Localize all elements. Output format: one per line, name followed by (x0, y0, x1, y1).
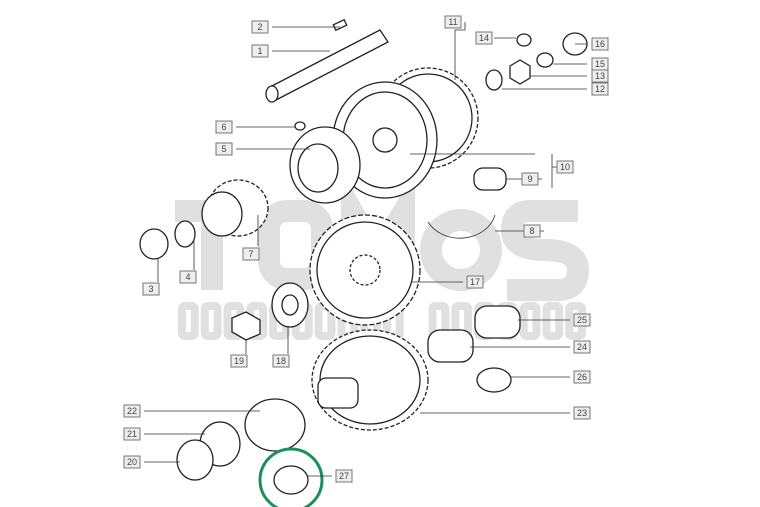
callout-20: 20 (123, 455, 141, 469)
bearing-3 (139, 228, 169, 260)
callout-6: 6 (215, 120, 233, 134)
ring-20 (176, 439, 214, 481)
callout-21: 21 (123, 427, 141, 441)
callout-number: 7 (248, 249, 253, 259)
callout-number: 22 (127, 406, 137, 416)
callout-9: 9 (521, 172, 539, 186)
callout-number: 26 (577, 372, 587, 382)
callout-number: 13 (595, 71, 605, 81)
circlip-4 (174, 220, 196, 248)
callout-24: 24 (573, 340, 591, 354)
callout-number: 12 (595, 84, 605, 94)
nut-13 (509, 59, 531, 85)
callout-number: 2 (257, 22, 262, 32)
callout-2: 2 (251, 20, 269, 34)
callout-7: 7 (242, 247, 260, 261)
callout-19: 19 (230, 354, 248, 368)
callout-17: 17 (466, 275, 484, 289)
callout-number: 3 (148, 284, 153, 294)
callout-number: 24 (577, 342, 587, 352)
callout-25: 25 (573, 313, 591, 327)
callout-number: 9 (527, 174, 532, 184)
callout-14: 14 (475, 31, 493, 45)
callout-number: 18 (276, 356, 286, 366)
clutch-hub-5 (289, 126, 361, 204)
callout-number: 5 (221, 144, 226, 154)
callout-8: 8 (523, 224, 541, 238)
callout-1: 1 (251, 44, 269, 58)
callout-number: 23 (577, 408, 587, 418)
callout-15: 15 (591, 57, 609, 71)
needle-bearing-25 (474, 305, 521, 339)
callout-10: 10 (556, 160, 574, 174)
callout-16: 16 (591, 37, 609, 51)
nut-19 (231, 311, 261, 341)
washer-27 (273, 465, 309, 495)
callout-number: 8 (529, 226, 534, 236)
callout-number: 25 (577, 315, 587, 325)
callout-number: 6 (221, 122, 226, 132)
callout-26: 26 (573, 370, 591, 384)
washer-14 (516, 33, 532, 47)
washer-15 (536, 52, 554, 68)
circlip-8 (427, 214, 496, 239)
callout-number: 14 (479, 33, 489, 43)
highlight-circle (258, 447, 324, 507)
callout-number: 15 (595, 59, 605, 69)
callout-13: 13 (591, 69, 609, 83)
callout-12: 12 (591, 82, 609, 96)
callout-22: 22 (123, 404, 141, 418)
callout-5: 5 (215, 142, 233, 156)
callout-number: 20 (127, 457, 137, 467)
callout-number: 4 (185, 272, 190, 282)
callout-3: 3 (142, 282, 160, 296)
washer-18-hole (281, 294, 299, 316)
callout-18: 18 (272, 354, 290, 368)
callout-number: 17 (470, 277, 480, 287)
callout-number: 11 (448, 17, 457, 27)
needle-bearing-24 (427, 329, 474, 363)
key-6 (294, 121, 306, 131)
circlip-12 (485, 69, 503, 91)
bearing-22 (244, 398, 306, 452)
gear-23 (311, 329, 429, 431)
callout-11: 11 (444, 15, 462, 29)
callout-4: 4 (179, 270, 197, 284)
callout-number: 16 (595, 39, 605, 49)
callout-number: 19 (234, 356, 244, 366)
callout-number: 27 (339, 471, 349, 481)
leader-lines (144, 22, 587, 477)
callout-27: 27 (335, 469, 353, 483)
washer-26 (476, 367, 512, 393)
sprocket-7 (201, 179, 269, 237)
main-shaft (265, 18, 389, 103)
callout-number: 21 (127, 429, 137, 439)
callout-23: 23 (573, 406, 591, 420)
callout-number: 10 (560, 162, 570, 172)
sprocket-17 (309, 214, 421, 326)
callout-number: 1 (257, 46, 262, 56)
